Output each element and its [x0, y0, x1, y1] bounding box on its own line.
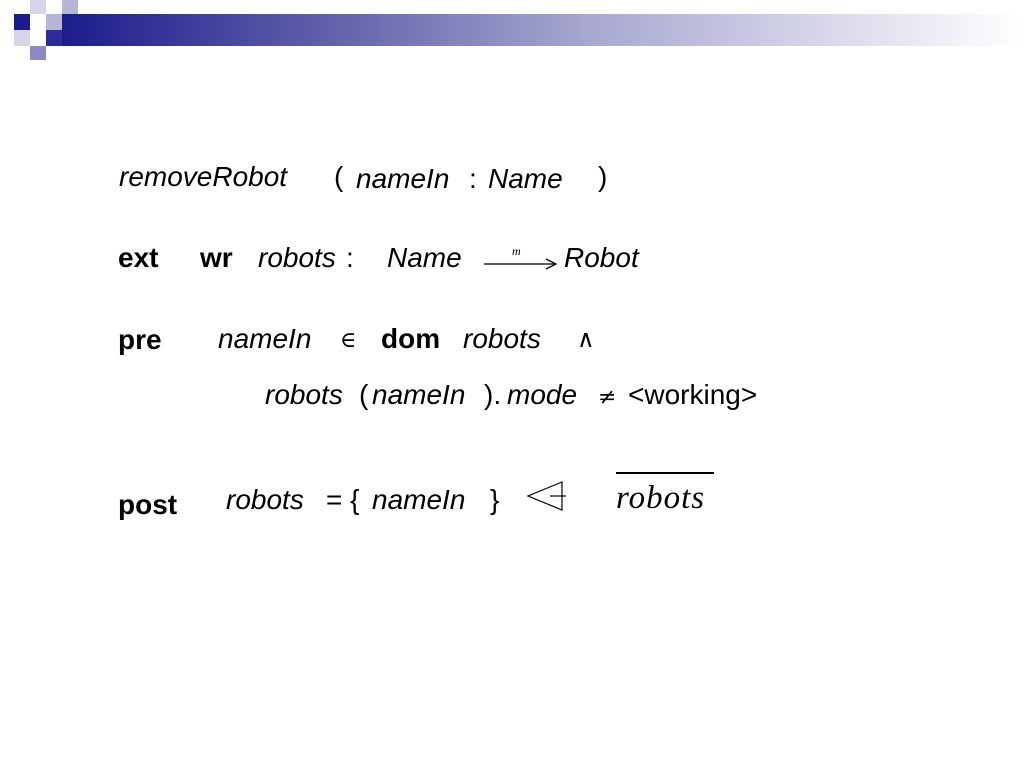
param-colon: :	[469, 163, 477, 194]
logical-and-symbol: ∧	[577, 325, 595, 353]
header-square-mid	[62, 0, 78, 14]
header-square-light	[14, 30, 30, 46]
hooked-robots-overline	[616, 472, 714, 474]
pre-line2-arg: nameIn	[372, 379, 466, 410]
param-type: Name	[488, 163, 563, 194]
hooked-robots: robots	[616, 480, 706, 516]
post-equals-brace: = {	[326, 484, 360, 515]
header-square-dark	[14, 14, 30, 30]
not-equal-symbol: ≠	[598, 385, 617, 410]
header-square-light	[46, 14, 62, 30]
post-robots: robots	[226, 484, 304, 515]
header-square-light	[30, 0, 46, 14]
operation-name: removeRobot	[119, 161, 288, 192]
pre-line2-field: mode	[507, 379, 578, 410]
pre-line2-value: <working>	[628, 379, 758, 410]
header-square-dark	[46, 30, 62, 46]
ext-keyword: ext	[118, 242, 159, 273]
close-paren: )	[598, 161, 608, 192]
pre-line2-robots: robots	[265, 379, 343, 410]
pre-line2-close-dot: ).	[484, 379, 502, 410]
header-square-mid	[30, 46, 46, 60]
pre-keyword: pre	[118, 324, 162, 355]
post-keyword: post	[118, 489, 178, 520]
map-label: m	[512, 244, 521, 258]
pre-line1-robots: robots	[463, 323, 541, 354]
wr-keyword: wr	[200, 242, 233, 273]
post-close-brace: }	[490, 484, 500, 515]
pre-line2-open: (	[359, 379, 369, 410]
ext-domain-type: Name	[387, 242, 462, 273]
ext-variable: robots	[258, 242, 336, 273]
domain-subtraction-icon	[526, 481, 566, 511]
element-of-symbol: ∈	[340, 328, 357, 353]
header-gradient-band	[62, 14, 1024, 46]
map-arrow-icon	[484, 258, 558, 270]
open-paren: (	[334, 161, 344, 192]
post-elem: nameIn	[372, 484, 466, 515]
dom-keyword: dom	[381, 323, 441, 354]
pre-line1-name: nameIn	[218, 323, 312, 354]
map-arrow: m	[482, 244, 562, 274]
ext-range-type: Robot	[564, 242, 639, 273]
param-name: nameIn	[356, 163, 450, 194]
ext-colon: :	[346, 242, 354, 273]
domain-subtraction: ◁	[524, 478, 568, 514]
